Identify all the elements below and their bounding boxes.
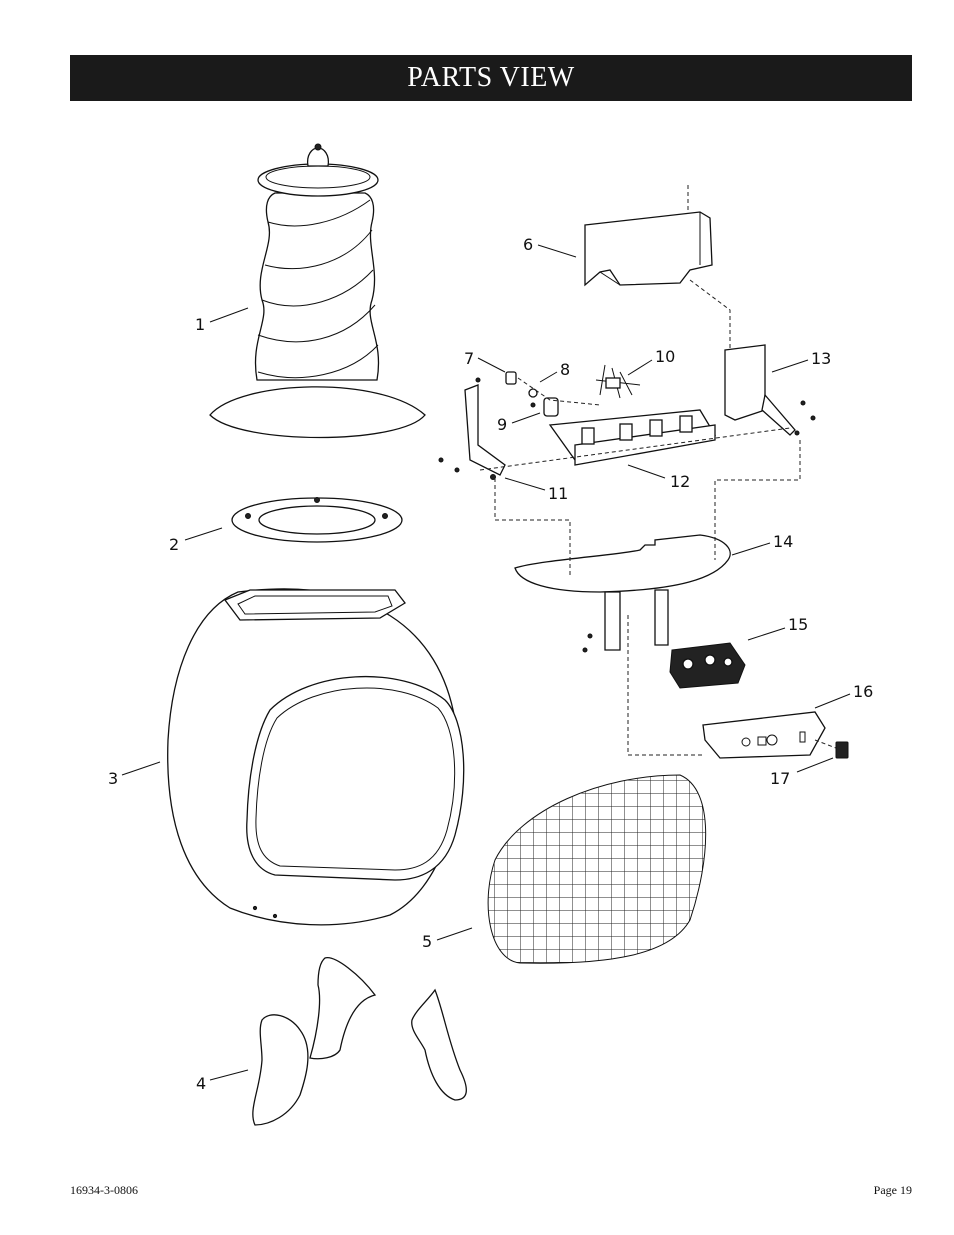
label-part-3: 3 (108, 769, 118, 788)
label-part-8: 8 (560, 360, 570, 379)
part-3-body (167, 588, 465, 926)
part-9-valve (543, 397, 559, 417)
part-1-chimney (209, 143, 426, 439)
part-5-screen (487, 774, 707, 964)
part-16-control-panel (702, 711, 826, 759)
label-part-16: 16 (853, 682, 873, 701)
page-title: PARTS VIEW (70, 55, 912, 101)
part-4-legs (252, 957, 467, 1126)
label-part-12: 12 (670, 472, 690, 491)
part-14-plate (514, 534, 731, 653)
assembly-guides (479, 185, 837, 756)
label-part-10: 10 (655, 347, 675, 366)
label-part-6: 6 (523, 235, 533, 254)
part-7-fitting (505, 371, 517, 385)
label-part-7: 7 (464, 349, 474, 368)
part-11-bracket (438, 377, 506, 480)
part-15-gas-valve (669, 642, 746, 689)
label-part-14: 14 (773, 532, 793, 551)
label-part-1: 1 (195, 315, 205, 334)
label-part-17: 17 (770, 769, 790, 788)
part-12-burner (548, 409, 717, 466)
label-part-15: 15 (788, 615, 808, 634)
part-6-shield (584, 211, 713, 287)
leader-lines (121, 244, 851, 1081)
part-labels: 1 2 3 4 5 6 7 8 9 10 11 12 13 14 15 16 1… (108, 235, 873, 1093)
part-13-bracket (724, 344, 816, 436)
label-part-9: 9 (497, 415, 507, 434)
part-8-nut (528, 388, 538, 408)
part-2-ring (231, 497, 403, 543)
part-17-switch (835, 741, 849, 759)
label-part-2: 2 (169, 535, 179, 554)
page-number: Page 19 (873, 1183, 912, 1197)
part-10-igniter (595, 364, 641, 399)
label-part-4: 4 (196, 1074, 206, 1093)
label-part-11: 11 (548, 484, 568, 503)
document-number: 16934-3-0806 (70, 1183, 138, 1197)
label-part-5: 5 (422, 932, 432, 951)
label-part-13: 13 (811, 349, 831, 368)
